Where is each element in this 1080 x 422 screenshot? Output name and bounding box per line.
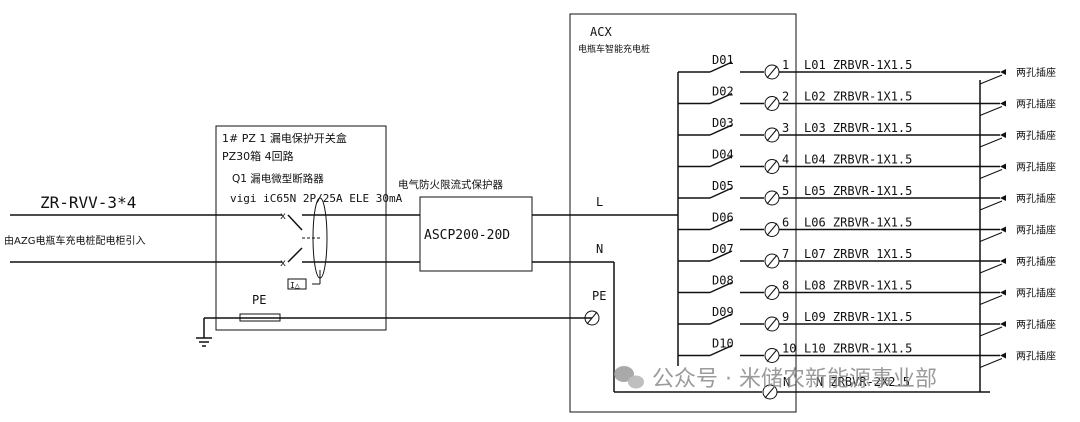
terminal-number: 10 [782, 342, 796, 356]
load-label: 两孔插座 [1016, 98, 1056, 111]
line-n-label: N [596, 242, 603, 256]
breaker-model: vigi iC65N 2P/25A ELE 30mA [230, 192, 403, 205]
protector-title: 电气防火限流式保护器 [398, 178, 503, 191]
circuit-row [678, 92, 1006, 116]
terminal-number: 7 [782, 247, 789, 261]
pe-busbar [239, 313, 281, 322]
breaker-label: D03 [712, 116, 734, 130]
circuit-row [678, 218, 1006, 242]
ground-icon [196, 337, 212, 347]
pe-terminal [584, 310, 600, 326]
watermark-text: 公众号 · 米储农新能源事业部 [652, 367, 937, 392]
protector-model: ASCP200-20D [424, 228, 510, 243]
load-label: 两孔插座 [1016, 192, 1056, 205]
circuit-group: D01 1 L01 ZRBVR-1X1.5 两孔插座 D02 2 L02 ZRBVR-1X1… [678, 53, 1056, 368]
wechat-icon [614, 366, 644, 389]
cable-label: L02 ZRBVR-1X1.5 [804, 90, 912, 104]
terminal-number: 5 [782, 184, 789, 198]
pz-box [215, 125, 387, 331]
breaker-label: D10 [712, 337, 734, 351]
load-label: 两孔插座 [1016, 318, 1056, 331]
terminal-number: 3 [782, 121, 789, 135]
cable-label: L03 ZRBVR-1X1.5 [804, 121, 912, 135]
terminal-number: 9 [782, 310, 789, 324]
cable-label: L09 ZRBVR-1X1.5 [804, 310, 912, 324]
circuit-row [678, 281, 1006, 305]
cable-label: L04 ZRBVR-1X1.5 [804, 153, 912, 167]
watermark: 公众号 · 米储农新能源事业部 [614, 366, 937, 392]
protector-box [419, 196, 533, 272]
load-label: 两孔插座 [1016, 224, 1056, 237]
svg-text:x: x [280, 258, 286, 269]
cable-label: L05 ZRBVR-1X1.5 [804, 184, 912, 198]
pe-left-label: PE [252, 293, 266, 307]
terminal-number: 4 [782, 153, 789, 167]
breaker-label: D05 [712, 179, 734, 193]
breaker-label: D09 [712, 305, 734, 319]
circuit-row [678, 344, 1006, 368]
load-label: 两孔插座 [1016, 255, 1056, 268]
load-label: 两孔插座 [1016, 287, 1056, 300]
terminal-number: 6 [782, 216, 789, 230]
terminal-number: 8 [782, 279, 789, 293]
cable-label: L10 ZRBVR-1X1.5 [804, 342, 912, 356]
breaker-label: D04 [712, 148, 734, 162]
circuit-row [678, 250, 1006, 274]
load-label: 两孔插座 [1016, 129, 1056, 142]
neutral-terminal-label: N [783, 375, 790, 389]
breaker-name: Q1 漏电微型断路器 [232, 172, 324, 185]
breaker-label: D07 [712, 242, 734, 256]
acx-subtitle: 电瓶车智能充电桩 [578, 43, 650, 55]
terminal-number: 2 [782, 90, 789, 104]
terminal-number: 1 [782, 58, 789, 72]
pe-right-label: PE [592, 289, 606, 303]
circuit-row [678, 124, 1006, 148]
circuit-row [678, 313, 1006, 337]
incoming-cable-label: ZR-RVV-3*4 [40, 193, 136, 212]
cable-label: L01 ZRBVR-1X1.5 [804, 58, 912, 72]
load-label: 两孔插座 [1016, 161, 1056, 174]
breaker-label: D06 [712, 211, 734, 225]
acx-box [569, 13, 797, 413]
circuit-row [678, 187, 1006, 211]
acx-title: ACX [590, 25, 612, 39]
breaker-label: D02 [712, 85, 734, 99]
circuit-row [678, 61, 1006, 85]
pz-box-subtitle: PZ30箱 4回路 [222, 149, 294, 163]
incoming-source-label: 由AZG电瓶车充电桩配电柜引入 [4, 234, 145, 247]
cable-label: L07 ZRBVR 1X1.5 [804, 247, 912, 261]
neutral-cable-label: N ZRBVR-2X2.5 [816, 375, 910, 389]
load-label: 两孔插座 [1016, 350, 1056, 363]
load-label: 两孔插座 [1016, 66, 1056, 79]
svg-text:I△: I△ [290, 281, 300, 290]
breaker-label: D08 [712, 274, 734, 288]
cable-label: L08 ZRBVR-1X1.5 [804, 279, 912, 293]
breaker-q1-symbol: x x I△ [280, 197, 420, 290]
breaker-label: D01 [712, 53, 734, 67]
neutral-terminal [762, 384, 990, 400]
cable-label: L06 ZRBVR-1X1.5 [804, 216, 912, 230]
pz-box-title: 1# PZ 1 漏电保护开关盒 [222, 131, 347, 145]
line-l-label: L [596, 195, 603, 209]
circuit-row [678, 155, 1006, 179]
svg-text:x: x [280, 211, 286, 222]
